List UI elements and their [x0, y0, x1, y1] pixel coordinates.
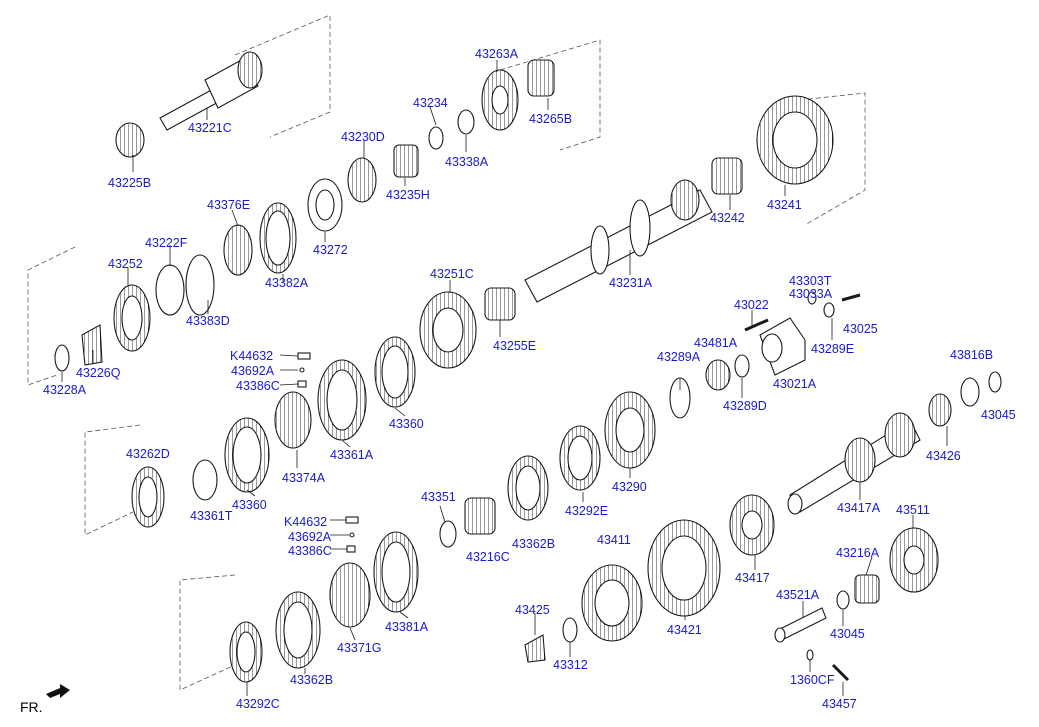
- part-label-43426[interactable]: 43426: [926, 449, 961, 463]
- part-label-43289a[interactable]: 43289A: [657, 350, 701, 364]
- part-label-43421[interactable]: 43421: [667, 623, 702, 637]
- part-label-43221c[interactable]: 43221C: [188, 121, 232, 135]
- part-label-43231a[interactable]: 43231A: [609, 276, 653, 290]
- part-label-43361a[interactable]: 43361A: [330, 448, 374, 462]
- part-label-43252[interactable]: 43252: [108, 257, 143, 271]
- part-label-43021a[interactable]: 43021A: [773, 377, 817, 391]
- part-label-43025[interactable]: 43025: [843, 322, 878, 336]
- part-label-43312[interactable]: 43312: [553, 658, 588, 672]
- part-label-43521a[interactable]: 43521A: [776, 588, 820, 602]
- part-label-43417[interactable]: 43417: [735, 571, 770, 585]
- part-label-43255e[interactable]: 43255E: [493, 339, 537, 353]
- part-label-43481a[interactable]: 43481A: [694, 336, 738, 350]
- part-label-43338a[interactable]: 43338A: [445, 155, 489, 169]
- part-label-43382a[interactable]: 43382A: [265, 276, 309, 290]
- part-label-43226q[interactable]: 43226Q: [76, 366, 121, 380]
- part-label-43362b-b[interactable]: 43362B: [290, 673, 334, 687]
- part-label-43263a[interactable]: 43263A: [475, 47, 519, 61]
- part-label-43228a[interactable]: 43228A: [43, 383, 87, 397]
- part-label-43383d[interactable]: 43383D: [186, 314, 230, 328]
- part-label-43230d[interactable]: 43230D: [341, 130, 385, 144]
- part-label-43290[interactable]: 43290: [612, 480, 647, 494]
- part-label-1360cf[interactable]: 1360CF: [790, 673, 835, 687]
- input-shaft: [115, 51, 263, 158]
- part-label-43362b-a[interactable]: 43362B: [512, 537, 556, 551]
- part-label-43692a-a[interactable]: 43692A: [231, 364, 275, 378]
- part-label-43045-b[interactable]: 43045: [830, 627, 865, 641]
- part-label-43292e[interactable]: 43292E: [565, 504, 609, 518]
- front-direction-label: FR.: [20, 699, 43, 715]
- front-arrow-icon: [46, 684, 70, 698]
- part-label-43022[interactable]: 43022: [734, 298, 769, 312]
- part-label-43692a-b[interactable]: 43692A: [288, 530, 332, 544]
- part-label-43360-a[interactable]: 43360: [389, 417, 424, 431]
- part-label-43235h[interactable]: 43235H: [386, 188, 430, 202]
- part-label-43381a[interactable]: 43381A: [385, 620, 429, 634]
- part-label-k44632-b[interactable]: K44632: [284, 515, 328, 529]
- part-label-43033a[interactable]: 43033A: [789, 287, 833, 301]
- part-label-43216c[interactable]: 43216C: [466, 550, 510, 564]
- part-label-43272[interactable]: 43272: [313, 243, 348, 257]
- part-label-43216a[interactable]: 43216A: [836, 546, 880, 560]
- part-label-43045-a[interactable]: 43045: [981, 408, 1016, 422]
- part-label-43241[interactable]: 43241: [767, 198, 802, 212]
- part-label-43289d[interactable]: 43289D: [723, 399, 767, 413]
- part-label-43242[interactable]: 43242: [710, 211, 745, 225]
- main-shaft: [524, 179, 713, 303]
- part-label-43411[interactable]: 43411: [597, 533, 631, 547]
- part-label-43360-b[interactable]: 43360: [232, 498, 267, 512]
- part-label-43225b[interactable]: 43225B: [108, 176, 152, 190]
- part-label-43816b[interactable]: 43816B: [950, 348, 994, 362]
- part-label-43361t[interactable]: 43361T: [190, 509, 233, 523]
- part-label-43511[interactable]: 43511: [896, 503, 930, 517]
- part-label-43386c-b[interactable]: 43386C: [288, 544, 332, 558]
- part-label-43303t[interactable]: 43303T: [789, 274, 832, 288]
- part-label-k44632-a[interactable]: K44632: [230, 349, 274, 363]
- part-label-43292c[interactable]: 43292C: [236, 697, 280, 711]
- part-label-43351[interactable]: 43351: [421, 490, 456, 504]
- part-label-43417a[interactable]: 43417A: [837, 501, 881, 515]
- part-label-43222f[interactable]: 43222F: [145, 236, 188, 250]
- part-label-43265b[interactable]: 43265B: [529, 112, 573, 126]
- part-label-43376e[interactable]: 43376E: [207, 198, 251, 212]
- part-label-43262d[interactable]: 43262D: [126, 447, 170, 461]
- part-label-43371g[interactable]: 43371G: [337, 641, 382, 655]
- part-label-43457[interactable]: 43457: [822, 697, 857, 711]
- output-shaft: [787, 412, 921, 515]
- part-label-43289e[interactable]: 43289E: [811, 342, 855, 356]
- part-label-43374a[interactable]: 43374A: [282, 471, 326, 485]
- part-label-43251c[interactable]: 43251C: [430, 267, 474, 281]
- part-label-43234[interactable]: 43234: [413, 96, 448, 110]
- part-label-43386c-a[interactable]: 43386C: [236, 379, 280, 393]
- part-label-43425[interactable]: 43425: [515, 603, 550, 617]
